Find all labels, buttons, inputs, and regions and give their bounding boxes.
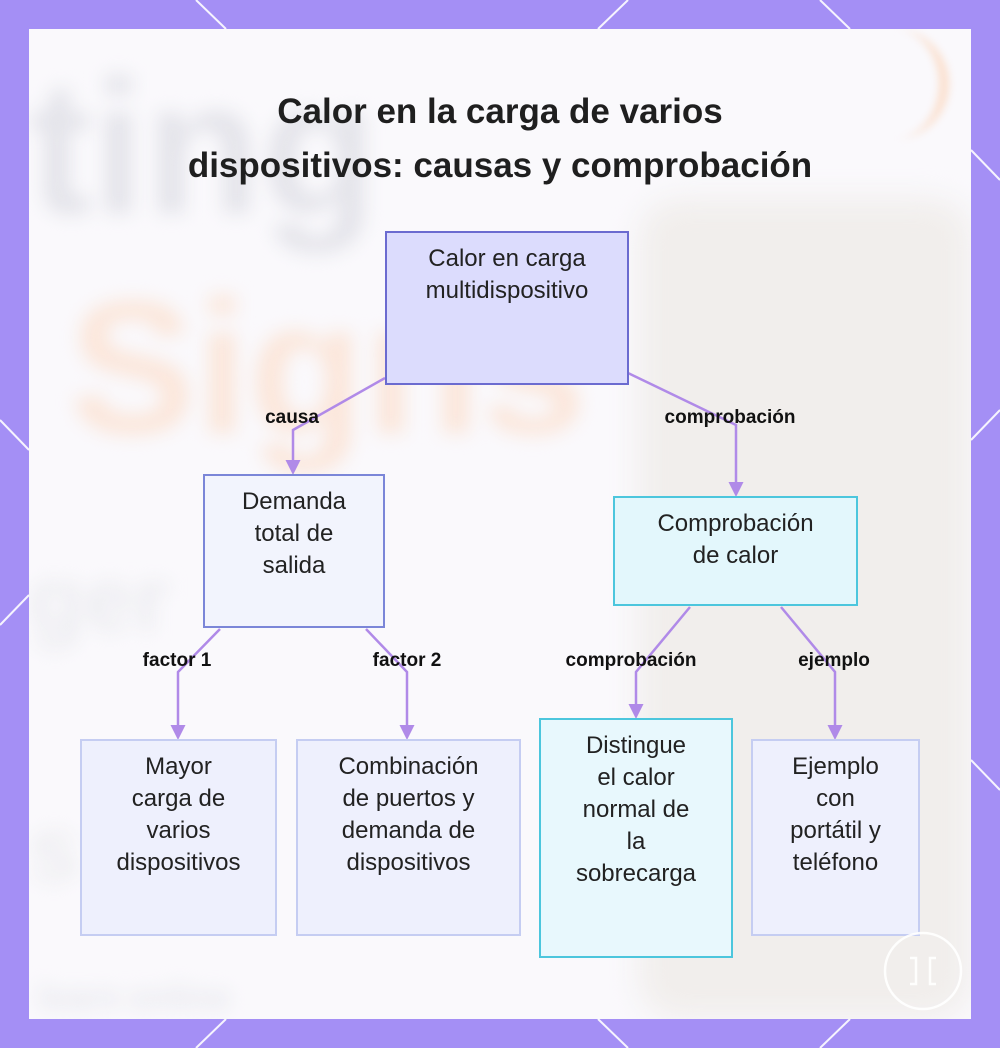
node-text-line: teléfono <box>792 849 879 876</box>
node-text-line: Demanda <box>241 488 347 515</box>
node-text-line: de calor <box>692 542 779 569</box>
node-text-line: dispositivos <box>346 849 471 876</box>
edge-label-check-2: comprobación <box>565 650 697 671</box>
diagram-title: Calor en la carga de varios dispositivos… <box>80 85 920 193</box>
background-blur-arc <box>849 29 949 139</box>
edge-root-demand <box>285 376 386 475</box>
edge-check-distinguish <box>628 606 691 719</box>
edge-root-check <box>627 371 744 497</box>
edge-label-example: ejemplo <box>798 650 870 671</box>
node-text-line: salida <box>262 552 326 579</box>
edge-demand-combo <box>365 628 415 740</box>
diagram-title-line: dispositivos: causas y comprobación <box>187 146 813 185</box>
watermark-logo-icon <box>883 931 963 1011</box>
node-text-line: Combinación <box>338 753 479 780</box>
node-text-line: normal de <box>582 796 690 823</box>
node-load: Mayor carga de varios dispositivos <box>80 739 277 936</box>
node-text-line: Ejemplo <box>792 753 879 780</box>
node-example: Ejemplo con portátil y teléfono <box>751 739 920 936</box>
node-text-line: dispositivos <box>116 849 241 876</box>
edge-label-factor1: factor 1 <box>142 650 212 671</box>
edge-label-cause: causa <box>265 407 319 428</box>
node-text-line: demanda de <box>341 817 476 844</box>
node-text-line: la <box>626 828 646 855</box>
node-text-line: Comprobación <box>657 510 814 537</box>
node-demand: Demanda total de salida <box>203 474 385 628</box>
node-check: Comprobación de calor <box>613 496 858 606</box>
node-text-line: Calor en carga <box>428 245 586 272</box>
background-ghost-text: s <box>29 800 80 900</box>
node-combo: Combinación de puertos y demanda de disp… <box>296 739 521 936</box>
node-root: Calor en carga multidispositivo <box>385 231 629 385</box>
node-text-line: total de <box>254 520 334 547</box>
edge-demand-load <box>170 628 221 740</box>
node-text-line: Distingue <box>585 732 687 759</box>
node-text-line: multidispositivo <box>425 277 589 304</box>
node-text-line: el calor <box>597 764 675 791</box>
background-ghost-text: learn online <box>39 979 230 1017</box>
node-text-line: con <box>816 785 855 812</box>
background-ghost-text: ger <box>29 550 170 650</box>
node-text-line: sobrecarga <box>575 860 697 887</box>
edge-label-factor2: factor 2 <box>372 650 442 671</box>
node-text-line: portátil y <box>790 817 881 844</box>
edge-label-check: comprobación <box>664 407 796 428</box>
diagram-title-line: Calor en la carga de varios <box>277 92 723 131</box>
node-text-line: carga de <box>131 785 226 812</box>
node-distinguish: Distingue el calor normal de la sobrecar… <box>539 718 733 958</box>
node-text-line: varios <box>146 817 211 844</box>
background-ghost-text: ting <box>29 42 378 254</box>
node-text-line: de puertos y <box>342 785 475 812</box>
edge-check-example <box>780 606 843 740</box>
node-text-line: Mayor <box>145 753 212 780</box>
